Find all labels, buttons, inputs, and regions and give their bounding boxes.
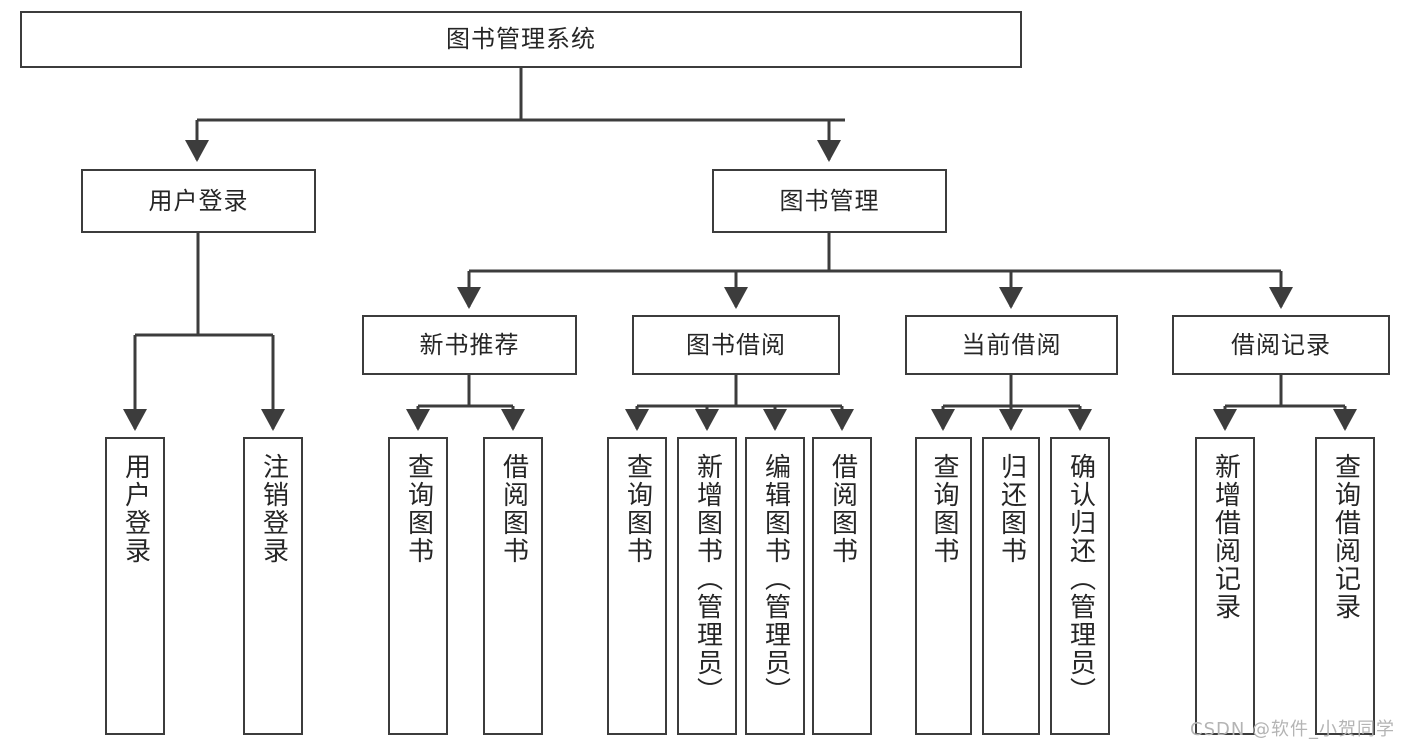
node-label: 借阅图书 bbox=[498, 453, 529, 565]
node-label: 图书管理 bbox=[779, 186, 880, 215]
node-label: 图书管理系统 bbox=[446, 25, 596, 54]
node-label: 查询图书 bbox=[929, 453, 960, 565]
node-label: 归还图书 bbox=[996, 453, 1027, 565]
node-label: 新增借阅记录 bbox=[1210, 453, 1241, 621]
node-label: 借阅图书 bbox=[827, 453, 858, 565]
node-label: 注销登录 bbox=[258, 453, 289, 565]
node-leaf-query-book-3[interactable]: 查询图书 bbox=[915, 437, 972, 735]
node-system-title[interactable]: 图书管理系统 bbox=[20, 11, 1022, 68]
node-leaf-query-book-1[interactable]: 查询图书 bbox=[388, 437, 448, 735]
node-label: 当前借阅 bbox=[961, 330, 1062, 359]
node-user-login[interactable]: 用户登录 bbox=[81, 169, 316, 233]
node-leaf-query-borrow-record[interactable]: 查询借阅记录 bbox=[1315, 437, 1375, 735]
node-book-borrow[interactable]: 图书借阅 bbox=[632, 315, 840, 375]
node-book-manage[interactable]: 图书管理 bbox=[712, 169, 947, 233]
node-leaf-user-login[interactable]: 用户登录 bbox=[105, 437, 165, 735]
node-leaf-edit-book-admin[interactable]: 编辑图书（管理员） bbox=[745, 437, 805, 735]
node-leaf-borrow-book-2[interactable]: 借阅图书 bbox=[812, 437, 872, 735]
node-label: 确认归还（管理员） bbox=[1065, 453, 1096, 705]
node-borrow-record[interactable]: 借阅记录 bbox=[1172, 315, 1390, 375]
node-label: 查询图书 bbox=[622, 453, 653, 565]
node-leaf-return-book[interactable]: 归还图书 bbox=[982, 437, 1040, 735]
node-label: 用户登录 bbox=[120, 453, 151, 565]
node-label: 用户登录 bbox=[148, 186, 249, 215]
node-label: 新书推荐 bbox=[419, 330, 520, 359]
node-leaf-confirm-return-admin[interactable]: 确认归还（管理员） bbox=[1050, 437, 1110, 735]
node-label: 查询图书 bbox=[403, 453, 434, 565]
node-leaf-logout-login[interactable]: 注销登录 bbox=[243, 437, 303, 735]
node-label: 图书借阅 bbox=[686, 330, 786, 359]
node-label: 编辑图书（管理员） bbox=[760, 453, 791, 705]
csdn-watermark: CSDN @软件_小贺同学 bbox=[1190, 719, 1396, 740]
node-label: 借阅记录 bbox=[1231, 330, 1331, 359]
node-label: 查询借阅记录 bbox=[1330, 453, 1361, 621]
node-leaf-query-book-2[interactable]: 查询图书 bbox=[607, 437, 667, 735]
node-leaf-add-borrow-record[interactable]: 新增借阅记录 bbox=[1195, 437, 1255, 735]
node-current-borrow[interactable]: 当前借阅 bbox=[905, 315, 1118, 375]
node-new-book-recommend[interactable]: 新书推荐 bbox=[362, 315, 577, 375]
node-leaf-add-book-admin[interactable]: 新增图书（管理员） bbox=[677, 437, 737, 735]
node-leaf-borrow-book-1[interactable]: 借阅图书 bbox=[483, 437, 543, 735]
node-label: 新增图书（管理员） bbox=[692, 453, 723, 705]
